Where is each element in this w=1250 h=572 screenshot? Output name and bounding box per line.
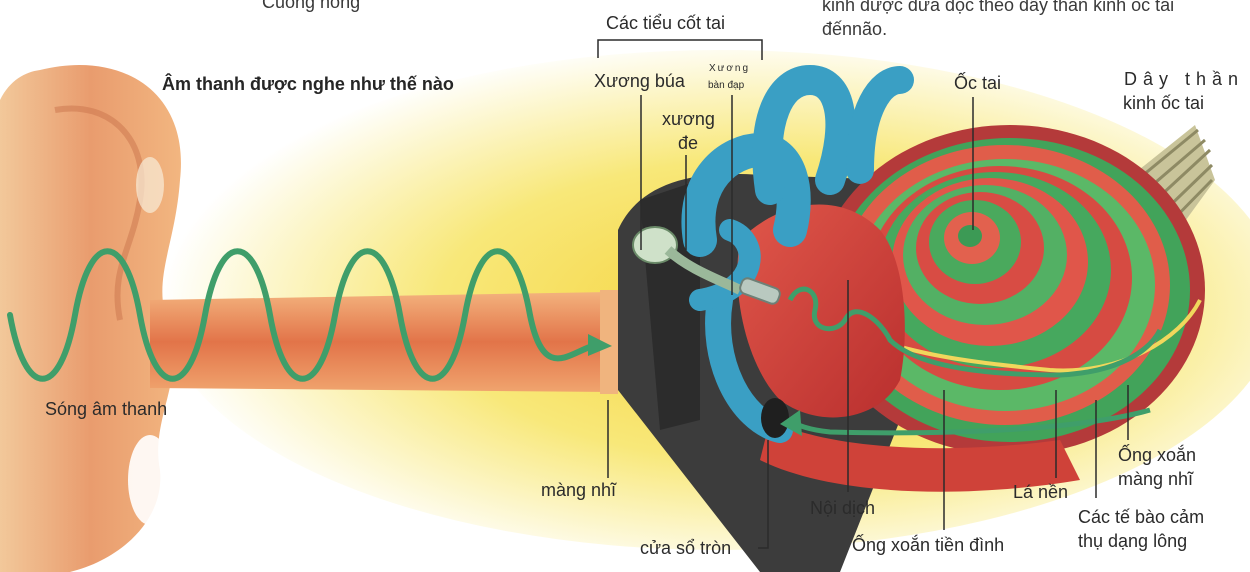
label-incus-1: xương [662,108,715,130]
label-incus-2: đe [678,132,698,154]
label-scala-tympani-2: màng nhĩ [1118,468,1193,490]
round-window [761,398,789,438]
label-endolymph: Nội dịch [810,497,875,519]
diagram-title: Âm thanh được nghe như thế nào [162,73,454,95]
label-malleus: Xương búa [594,70,685,92]
label-round-window: cửa sổ tròn [640,537,731,559]
label-cochlear-nerve-1: Dây thần [1124,68,1244,90]
label-ossicles: Các tiểu cốt tai [606,12,725,34]
label-sound-wave: Sóng âm thanh [45,398,167,420]
top-fragment-right-1: kinh được đưa dọc theo dây thần kinh ốc … [822,0,1174,16]
label-hair-cells-1: Các tế bào cảm [1078,506,1204,528]
label-cochlear-nerve-2: kinh ốc tai [1123,92,1204,114]
label-cochlea: Ốc tai [954,72,1001,94]
label-basilar-membrane: Lá nền [1013,481,1068,503]
top-fragment-left: Cuong nong [262,0,360,13]
ear-canal [150,292,612,392]
label-eardrum: màng nhĩ [541,479,616,501]
label-stapes-2: bàn đạp [708,80,744,92]
top-fragment-right-2: đếnnão. [822,18,887,40]
label-scala-vestibuli: Ống xoắn tiền đình [852,534,1004,556]
label-hair-cells-2: thụ dạng lông [1078,530,1187,552]
label-scala-tympani-1: Ống xoắn [1118,444,1196,466]
label-stapes-1: Xương [709,63,750,75]
